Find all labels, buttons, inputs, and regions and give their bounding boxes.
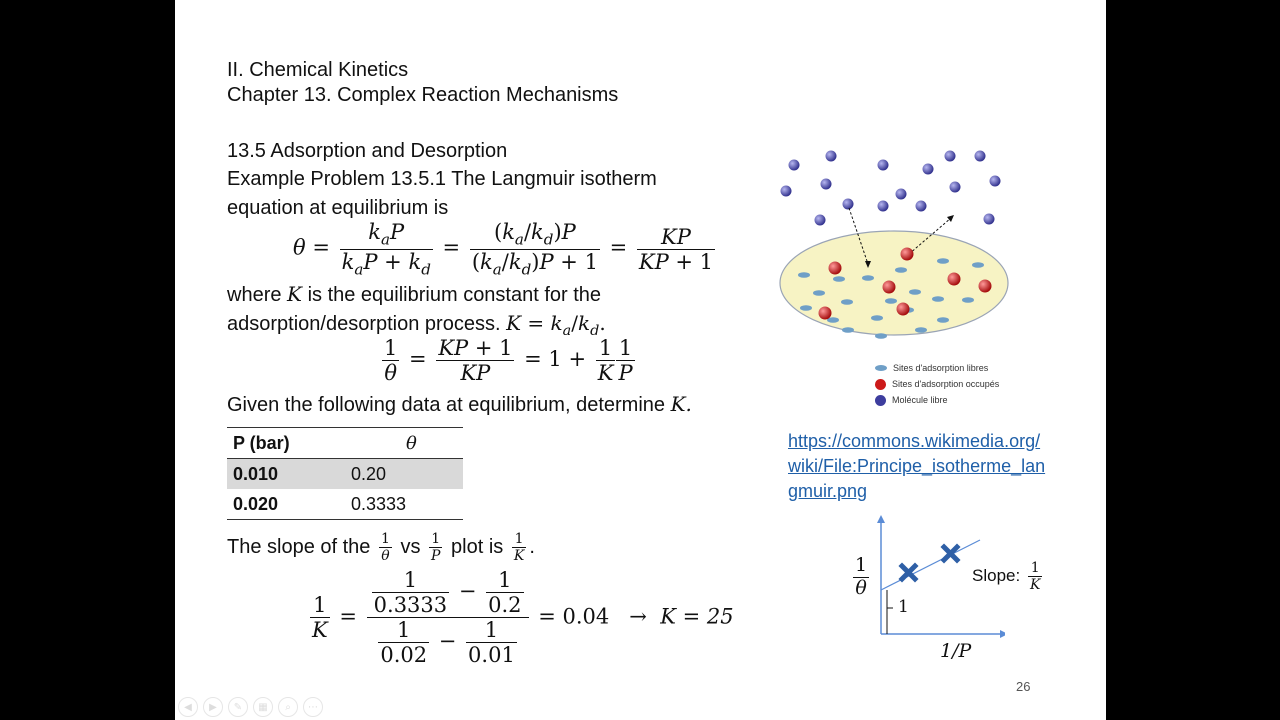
header-theta: θ <box>406 432 417 454</box>
free-molecule-icon <box>875 394 886 406</box>
langmuir-illustration <box>779 150 1009 339</box>
zoom-icon[interactable]: ⌕ <box>278 697 298 717</box>
occupied-sites <box>818 247 992 320</box>
data-markers <box>898 543 961 583</box>
where-line-2: adsorption/desorption process. K = ka/kd… <box>227 311 606 340</box>
legend-item: Molécule libre <box>875 392 999 408</box>
problem-line-2: equation at equilibrium is <box>227 197 449 219</box>
given-line: Given the following data at equilibrium,… <box>227 392 692 416</box>
table-row: 0.020 0.3333 <box>233 493 407 514</box>
intercept-label: 1 <box>898 597 909 617</box>
page-number: 26 <box>1016 679 1031 694</box>
slide: II. Chemical Kinetics Chapter 13. Comple… <box>175 0 1106 720</box>
slides-icon[interactable]: ▦ <box>253 697 273 717</box>
free-sites <box>798 258 984 339</box>
legend-item: Sites d'adsorption libres <box>875 360 999 376</box>
data-table: P (bar) θ 0.010 0.20 0.020 0.3333 <box>227 427 463 520</box>
figure-legend: Sites d'adsorption libres Sites d'adsorp… <box>875 360 999 408</box>
occupied-site-icon <box>875 378 886 390</box>
header-pressure: P (bar) <box>233 432 290 453</box>
arrows <box>848 207 952 265</box>
chapter-title: Chapter 13. Complex Reaction Mechanisms <box>227 84 619 106</box>
mini-plot-x-label: 1/P <box>940 640 972 662</box>
table-header: P (bar) θ <box>227 428 463 459</box>
more-icon[interactable]: ⋯ <box>303 697 323 717</box>
where-line-1: where K is the equilibrium constant for … <box>227 282 602 306</box>
legend-item: Sites d'adsorption occupés <box>875 376 999 392</box>
problem-line-1: Example Problem 13.5.1 The Langmuir isot… <box>227 168 657 190</box>
course-title: II. Chemical Kinetics <box>227 59 409 81</box>
free-site-icon <box>875 365 887 371</box>
free-molecules <box>780 150 1001 226</box>
presenter-controls: ◀ ▶ ✎ ▦ ⌕ ⋯ <box>178 697 323 717</box>
source-link[interactable]: https://commons.wikimedia.org/wiki/File:… <box>788 431 1046 501</box>
section-title: 13.5 Adsorption and Desorption <box>227 140 508 162</box>
previous-icon[interactable]: ◀ <box>178 697 198 717</box>
next-icon[interactable]: ▶ <box>203 697 223 717</box>
fit-line <box>880 539 981 591</box>
pen-icon[interactable]: ✎ <box>228 697 248 717</box>
table-row: 0.010 0.20 <box>227 459 463 489</box>
mini-plot <box>877 515 1005 638</box>
